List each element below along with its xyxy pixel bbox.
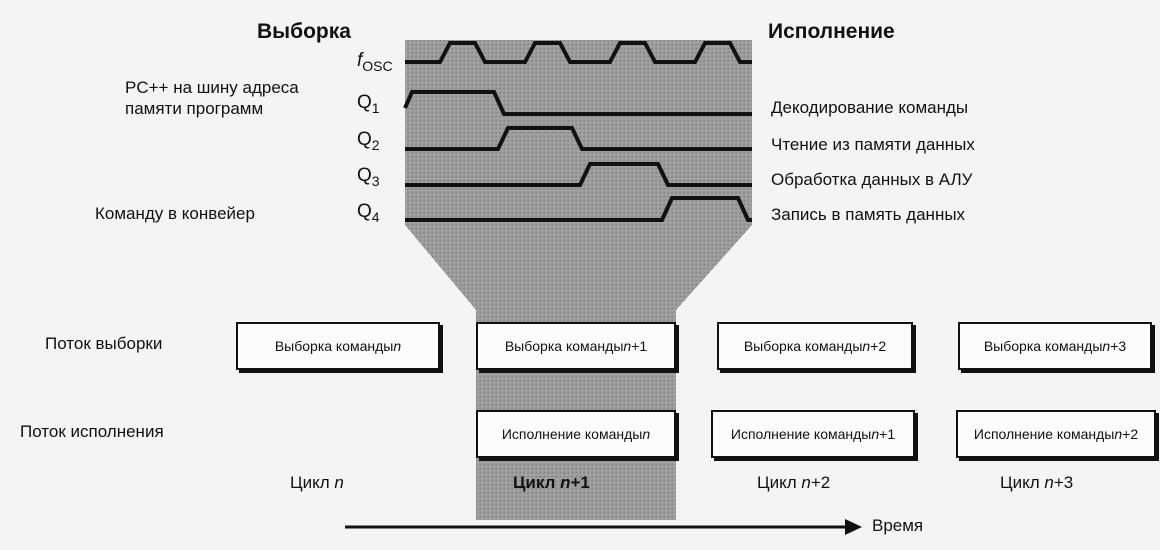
pc-note-line1: PC++ на шину адреса [125,78,299,97]
box-text: Выборка команды [743,338,863,354]
box-var: n [862,338,871,354]
box-text: Выборка команды [274,338,394,354]
q1-waveform [403,90,752,116]
cycle-n: Цикл n [290,473,344,493]
signal-q4: Q4 [357,201,380,228]
box-text: Исполнение команды [730,426,872,442]
cycle-n2: Цикл n+2 [757,473,830,493]
execute-heading: Исполнение [768,20,895,43]
signal-q1: Q1 [357,92,380,119]
box-var: n [1102,338,1111,354]
exec-box-n: Исполнение команды n [476,410,676,458]
pipeline-note: Команду в конвейер [95,204,255,223]
fetch-box-n: Выборка команды n [236,322,440,370]
cycle-n1: Цикл n+1 [513,473,590,493]
box-var: n [1114,426,1123,442]
signal-subscript: 3 [371,172,380,189]
signal-fosc: fOSC [357,50,393,77]
signal-name: Q [357,165,372,186]
cycle-text: Цикл [290,473,335,492]
cycle-suffix: +1 [570,473,590,492]
box-var: n [871,426,880,442]
fetch-heading: Выборка [257,20,351,43]
signal-name: f [357,50,363,71]
exec-stream-label: Поток исполнения [20,422,164,441]
box-text: Выборка команды [504,338,624,354]
write-data-note: Запись в память данных [771,205,966,224]
signal-subscript: 1 [371,99,380,116]
q3-waveform [405,162,752,187]
box-suffix: +3 [1110,338,1127,354]
exec-box-n2: Исполнение команды n+2 [956,410,1156,458]
signal-name: Q [357,129,372,150]
shaded-funnel [405,40,752,520]
cycle-suffix: +2 [810,473,831,492]
fetch-box-n1: Выборка команды n+1 [476,322,676,370]
box-text: Исполнение команды [973,426,1115,442]
signal-name: Q [357,92,372,113]
cycle-var: n [560,473,571,492]
cycle-suffix: +3 [1053,473,1074,492]
cycle-text: Цикл [757,473,802,492]
cycle-var: n [334,473,344,492]
alu-note: Обработка данных в АЛУ [771,170,973,189]
box-text: Выборка команды [983,338,1103,354]
cycle-var: n [801,473,811,492]
signal-name: Q [357,201,372,222]
signal-q3: Q3 [357,165,380,192]
signal-subscript: OSC [362,57,393,74]
decode-note: Декодирование команды [771,98,969,117]
exec-box-n1: Исполнение команды n+1 [711,410,915,458]
box-suffix: +1 [631,338,648,354]
cycle-var: n [1044,473,1054,492]
q4-waveform [405,196,752,222]
signal-subscript: 2 [371,136,380,153]
box-var: n [642,426,651,442]
cycle-text: Цикл [1000,473,1045,492]
box-suffix: +1 [879,426,896,442]
read-data-note: Чтение из памяти данных [771,135,975,154]
signal-q2: Q2 [357,129,380,156]
box-text: Исполнение команды [501,426,643,442]
fosc-waveform [405,41,752,64]
fetch-stream-label: Поток выборки [45,334,163,353]
fetch-box-n2: Выборка команды n+2 [717,322,913,370]
box-suffix: +2 [1122,426,1139,442]
pc-note-line2: памяти программ [125,99,264,118]
cycle-text: Цикл [513,473,561,492]
time-label: Время [872,516,924,535]
box-var: n [623,338,632,354]
q2-waveform [405,126,752,151]
cycle-n3: Цикл n+3 [1000,473,1073,493]
box-suffix: +2 [870,338,887,354]
box-var: n [393,338,402,354]
time-arrow-head [845,519,862,535]
signal-subscript: 4 [371,208,380,225]
fetch-box-n3: Выборка команды n+3 [958,322,1152,370]
